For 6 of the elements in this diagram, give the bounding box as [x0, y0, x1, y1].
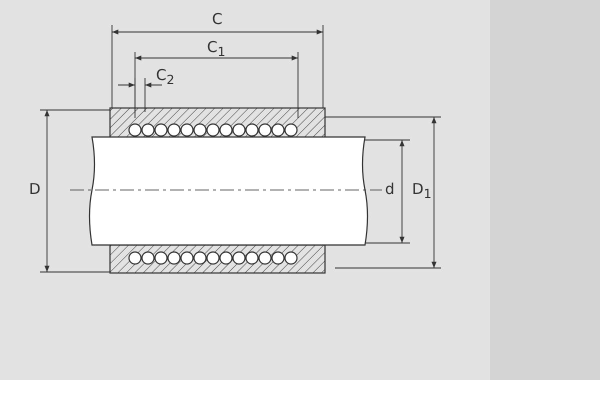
dimension-label: d [385, 180, 395, 198]
dimension-label: D$_{1}$ [412, 180, 432, 203]
dimension-label: C$_{1}$ [207, 38, 226, 61]
dimension-label: C$_{2}$ [156, 66, 174, 89]
dimension-label: C [212, 10, 222, 28]
dimension-label: D [29, 180, 41, 198]
